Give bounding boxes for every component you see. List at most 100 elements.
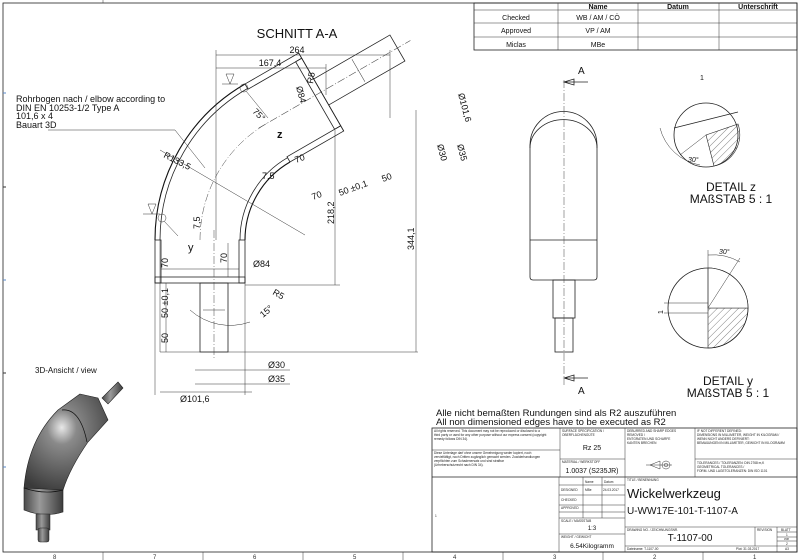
dim-dia101-top: Ø101,6 bbox=[456, 92, 473, 123]
dim-dia35-top: Ø35 bbox=[455, 143, 469, 162]
drawing-number: T-1107-00 bbox=[668, 533, 713, 544]
dim-50: 50 bbox=[160, 333, 170, 343]
weight-value: 6.54Kilogramm bbox=[570, 543, 614, 550]
surface-finish-symbol bbox=[222, 73, 269, 119]
border-zone-labels: 8 7 6 5 4 3 2 1 bbox=[53, 555, 757, 560]
note-line: Alle nicht bemaßten Rundungen sind als R… bbox=[436, 408, 676, 419]
3d-view-label: 3D-Ansicht / view bbox=[35, 366, 97, 375]
detail-y-dim-1: 1 bbox=[658, 310, 665, 314]
dim-50: 50 bbox=[380, 171, 393, 184]
scale-value: 1:3 bbox=[588, 526, 597, 532]
copyright-text: vervielfältigt, noch Dritten zugänglich … bbox=[434, 455, 540, 459]
dim-r5-bottom: R5 bbox=[271, 287, 286, 301]
weight-label: WEIGHT / GEWICHT bbox=[561, 535, 591, 539]
elbow-note: Rohrbogen nach / elbow according to DIN … bbox=[16, 94, 165, 130]
checked-label: CHECKED bbox=[561, 498, 577, 502]
dim-7-5: 7,5 bbox=[262, 171, 275, 181]
sheet-format: A3 bbox=[785, 547, 789, 551]
dimension-lines bbox=[48, 50, 418, 395]
zone-label: 3 bbox=[553, 555, 557, 560]
row-role: Checked bbox=[502, 15, 530, 22]
note-line: Bauart 3D bbox=[16, 120, 57, 130]
drawing-title: Wickelwerkzeug bbox=[627, 486, 721, 501]
note-line: DIN EN 10253-1/2 Type A bbox=[16, 103, 119, 113]
dim-7-5: 7,5 bbox=[192, 216, 202, 229]
surface-label: OBERFLÄCHENGÜTE bbox=[562, 433, 595, 437]
zone-label: 6 bbox=[253, 555, 257, 560]
dim-dia101-bottom: Ø101,6 bbox=[180, 394, 210, 404]
units-label: WENN NICHT ANDERS DEFINIERT: bbox=[697, 437, 750, 441]
designed-date: 24.03.2017 bbox=[603, 488, 619, 492]
zone-label: 4 bbox=[453, 555, 457, 560]
scale-label: SCALE / MASSSTAB bbox=[561, 519, 591, 523]
zone-label: 8 bbox=[53, 555, 57, 560]
detail-z-angle: 30° bbox=[688, 156, 699, 164]
detail-z: 1 30° DETAIL z MAßSTAB 5 : 1 bbox=[659, 75, 773, 206]
dim-r5-top: R5 bbox=[305, 71, 317, 84]
title-block: All rights reserved. This document may n… bbox=[431, 427, 798, 553]
section-mark-bottom: A bbox=[578, 386, 585, 397]
note-line: Rohrbogen nach / elbow according to bbox=[16, 94, 165, 104]
surface-value: Rz 25 bbox=[583, 445, 601, 452]
row-role: Approved bbox=[501, 28, 531, 35]
material-label: MATERIAL / WERKSTOFF bbox=[562, 460, 600, 464]
dim-344-1: 344,1 bbox=[406, 227, 416, 250]
header-signature: Unterschrift bbox=[738, 4, 778, 11]
zone-label: 7 bbox=[153, 555, 157, 560]
row-role: Miclas bbox=[506, 42, 526, 49]
note-line: 101,6 x 4 bbox=[16, 111, 53, 121]
dim-dia84-top: Ø84 bbox=[294, 85, 308, 104]
dim-70: 70 bbox=[160, 258, 170, 268]
surface-finish-symbol bbox=[143, 203, 179, 237]
surface-label: SURFACE SPECIFICATION / bbox=[562, 429, 604, 433]
dim-angle-75: 75° bbox=[251, 106, 268, 123]
plot-date: Plot: 31.03.2017 bbox=[736, 547, 759, 551]
units-label: DIMENSIONS IN MILLIMETER, WEIGHT IN KILO… bbox=[697, 433, 779, 437]
tolerance-label: TOLERANCES / TOLERANZEN: DIN 2768 m,K bbox=[697, 461, 765, 465]
detail-y-marker: y bbox=[188, 242, 194, 254]
dim-dia30-top: Ø30 bbox=[435, 143, 449, 162]
detail-z-scale: MAßSTAB 5 : 1 bbox=[690, 192, 773, 206]
deburr-label: KANTEN BRECHEN bbox=[627, 441, 657, 445]
dim-dia84-bottom: Ø84 bbox=[253, 259, 270, 269]
side-view: A A bbox=[529, 66, 598, 397]
dim-dia30-bottom: Ø30 bbox=[268, 360, 285, 370]
designed-label: DESIGNED bbox=[561, 488, 578, 492]
section-arrow-icon bbox=[562, 374, 588, 382]
dim-50-tol: 50 ±0,1 bbox=[337, 178, 369, 198]
zone-label: 2 bbox=[653, 555, 657, 560]
sheet-of: von bbox=[784, 537, 789, 541]
drawing-subtitle: U-WW17E-101-T-1107-A bbox=[627, 506, 738, 517]
header-date: Datum bbox=[667, 4, 689, 11]
copyright-text: Diese Unterlage darf ohne unsere Genehmi… bbox=[434, 451, 532, 455]
detail-z-dim-1: 1 bbox=[700, 75, 704, 82]
row-name: MBe bbox=[591, 42, 606, 49]
sheet-total: 2 bbox=[786, 542, 788, 546]
revision-label: REVISION bbox=[757, 528, 773, 532]
dim-218-2: 218,2 bbox=[326, 201, 336, 224]
filename: Dateiname: T-1107-00 bbox=[627, 547, 659, 551]
elbow-centerline bbox=[199, 122, 268, 241]
dim-264: 264 bbox=[289, 45, 304, 55]
dim-70: 70 bbox=[219, 253, 229, 263]
zone-label: 5 bbox=[353, 555, 357, 560]
detail-y: 30° 1 DETAIL y MAßSTAB 5 : 1 bbox=[658, 248, 770, 400]
name-header: Name bbox=[585, 480, 594, 484]
tolerance-label: FORM- UND LAGETOLERANZEN: DIN ISO 1101 bbox=[697, 469, 768, 473]
elbow-inner-wall bbox=[239, 157, 288, 241]
title-label: TITLE / BENENNUNG bbox=[627, 478, 659, 482]
approval-table: Name Datum Unterschrift Checked WB / AM … bbox=[473, 2, 798, 51]
approved-label: APPROVED bbox=[561, 506, 579, 510]
section-mark-top: A bbox=[578, 66, 585, 77]
elbow-outer-wall bbox=[159, 88, 248, 241]
date-header: Datum bbox=[604, 480, 614, 484]
designed-name: MBe bbox=[585, 488, 592, 492]
dim-167-4: 167,4 bbox=[259, 58, 282, 68]
note-line: All non dimensioned edges have to be exe… bbox=[436, 417, 666, 428]
zone-label: 1 bbox=[753, 555, 757, 560]
units-label: BEMAßUNGEN IN MILLIMETER, GEWICHT IN KIL… bbox=[697, 441, 785, 445]
detail-z-title: DETAIL z bbox=[706, 180, 756, 194]
detail-y-title: DETAIL y bbox=[703, 374, 753, 388]
